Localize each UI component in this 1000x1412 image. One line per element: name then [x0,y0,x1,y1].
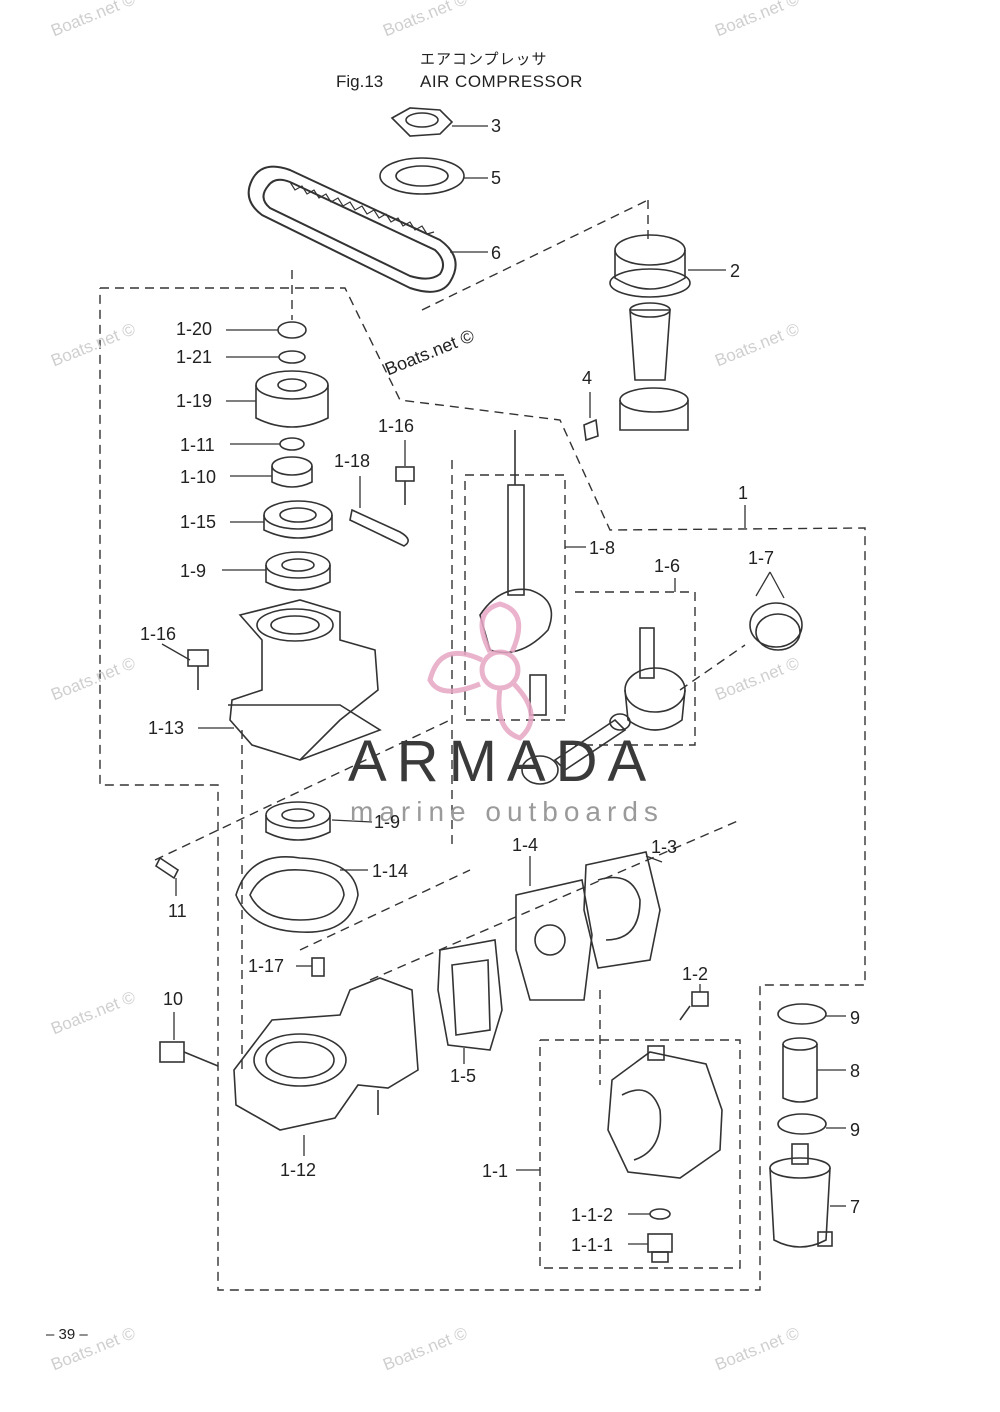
part-label-1-8: 1-8 [589,538,616,558]
piston-pin-1-6 [639,627,655,679]
logo-tagline: marine outboards [350,796,664,827]
washer-1-21 [278,350,306,364]
part-label-1-4: 1-4 [512,835,539,855]
part-label-1-19: 1-19 [176,391,213,411]
filter-7 [769,1143,833,1248]
part-label-1-20: 1-20 [176,319,213,339]
leader-lines [161,125,846,1245]
piston-rings-1-7 [749,602,803,651]
subassembly-box-1-8 [464,474,566,721]
subassembly-box-1-6 [575,591,696,746]
part-label-8: 8 [850,1061,861,1081]
part-label-7: 7 [850,1197,861,1217]
pin-11 [154,856,180,880]
part-label-1-3: 1-3 [651,837,678,857]
valve-plate-1-3 [583,851,661,969]
page-title: AIR COMPRESSOR [420,72,583,91]
part-label-5: 5 [491,168,502,188]
bolt-10 [159,1041,219,1067]
figure-number: Fig.13 [336,72,384,91]
hose-8 [782,1037,818,1103]
part-label-1-15: 1-15 [180,512,217,532]
crankcase-1-12 [233,977,419,1131]
part-label-1-1-2: 1-1-2 [571,1205,614,1225]
part-label-2: 2 [730,261,741,281]
pulley-part-2 [609,234,691,431]
part-label-1-10: 1-10 [180,467,217,487]
armada-logo-mark [427,601,534,741]
part-label-6: 6 [491,243,502,263]
washer-1-11 [279,437,305,451]
part-label-1-14: 1-14 [372,861,409,881]
part-label-1-7: 1-7 [748,548,775,568]
part-label-1-17: 1-17 [248,956,285,976]
part-label-3: 3 [491,116,502,136]
seal-1-10 [271,456,313,488]
part-label-1-9-top: 1-9 [180,561,207,581]
bearing-1-9-bottom [265,801,331,841]
page-title-japanese: エアコンプレッサ [420,51,548,68]
bracket-1-18 [349,508,409,547]
connecting-rod [521,713,631,785]
logo-wordmark: ARMADA [348,729,657,794]
part-label-1-16-right: 1-16 [378,416,415,436]
part-label-9-top: 9 [850,1008,861,1028]
bolt-1-16-right [395,466,415,505]
clamp-9-bottom [777,1113,827,1135]
part-label-1-5: 1-5 [450,1066,477,1086]
part-label-1-6: 1-6 [654,556,681,576]
part-label-1-11: 1-11 [180,435,215,455]
clamp-9-top [777,1003,827,1025]
key-part-4 [583,418,599,442]
housing-1-13 [228,599,382,761]
part-label-1: 1 [738,483,749,503]
part-label-1-9-bottom: 1-9 [374,812,401,832]
part-label-10: 10 [163,989,184,1009]
bearing-1-9-top [265,551,331,591]
piston-1-6 [624,667,686,731]
washer-part-5 [379,157,465,195]
bolt-1-2 [679,991,709,1021]
bolt-1-16-left [187,649,209,690]
gasket-1-14 [235,856,359,933]
timing-belt [247,165,457,293]
valve-plate-1-4 [515,879,593,1001]
part-label-4: 4 [582,368,593,388]
subassembly-box-1-1 [539,1039,741,1269]
part-label-1-2: 1-2 [682,964,709,984]
page-number: – 39 – [46,1326,88,1343]
part-label-1-1-1: 1-1-1 [571,1235,614,1255]
part-label-1-21: 1-21 [176,347,213,367]
part-label-9-bottom: 9 [850,1120,861,1140]
nut-part-3 [390,107,454,137]
bearing-1-15 [263,500,333,539]
part-label-11: 11 [168,901,187,921]
gasket-1-5 [437,939,503,1051]
pin-1-17 [311,957,325,977]
part-label-1-16-left: 1-16 [140,624,177,644]
cylinder-head-1-1 [607,1045,723,1179]
nut-1-20 [277,321,307,339]
part-label-1-13: 1-13 [148,718,185,738]
part-label-1-1: 1-1 [482,1161,509,1181]
part-label-1-12: 1-12 [280,1160,317,1180]
gear-1-19 [255,370,329,428]
fitting-1-1-1 [647,1233,673,1263]
part-label-1-18: 1-18 [334,451,371,471]
washer-1-1-2 [649,1208,671,1220]
